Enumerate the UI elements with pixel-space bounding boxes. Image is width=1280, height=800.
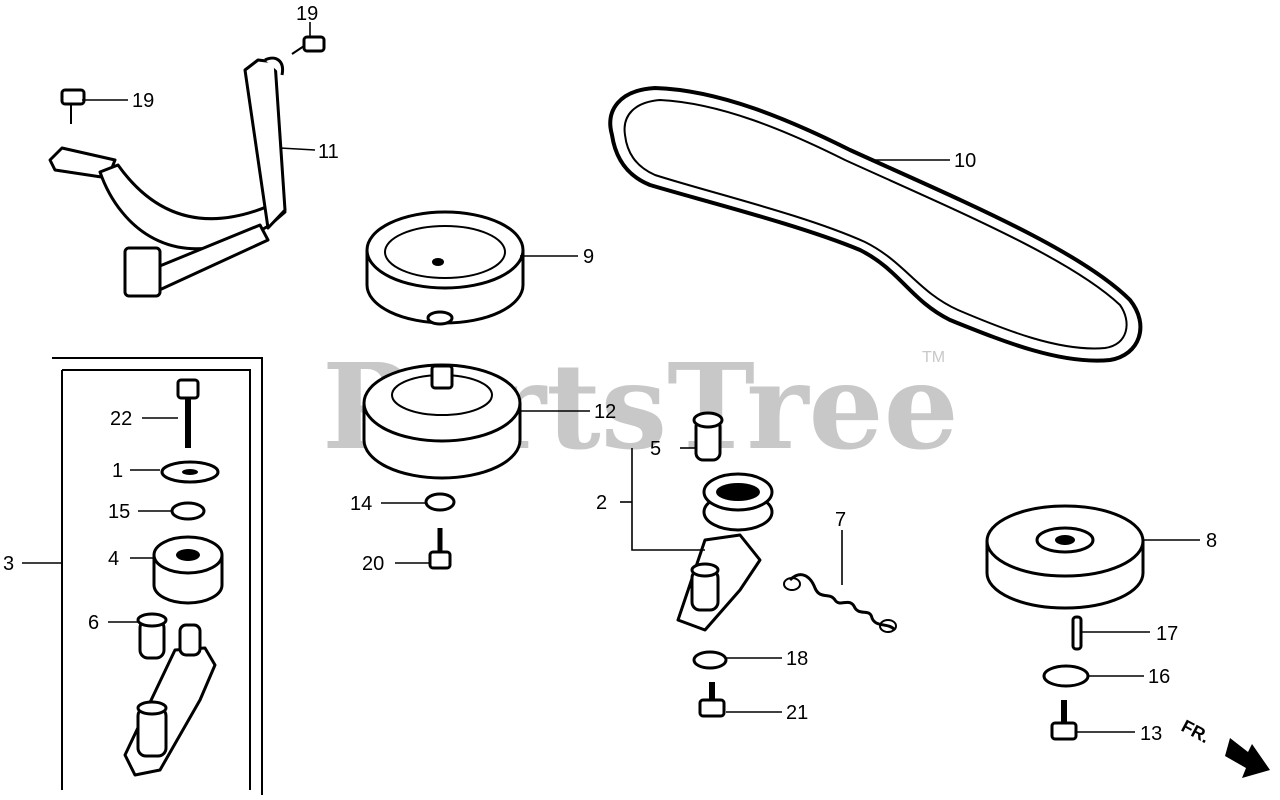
- part-2-tensioner-arm: [676, 472, 774, 632]
- group-3-idler-arm: [123, 623, 217, 777]
- callout-numbers: 19 19 11 10 9 12 5 2 7 8 14 20 22 1 15 4…: [3, 3, 1217, 745]
- part-19-screw-left: [60, 88, 86, 124]
- callout-17: 17: [1156, 623, 1178, 645]
- part-14-washer: [424, 492, 456, 512]
- front-direction-label: FR.: [1178, 716, 1213, 747]
- callout-14: 14: [350, 493, 372, 515]
- part-18-washer: [692, 650, 728, 670]
- callout-9: 9: [583, 246, 594, 268]
- callout-21: 21: [786, 702, 808, 724]
- callout-3: 3: [3, 553, 14, 575]
- part-19-screw-upper: [291, 35, 326, 55]
- part-11-belt-guard: [48, 56, 287, 298]
- callout-4: 4: [108, 548, 119, 570]
- callout-6: 6: [88, 612, 99, 634]
- part-9-pulley: [365, 210, 525, 326]
- part-13-bolt: [1050, 700, 1078, 741]
- callout-7: 7: [835, 509, 846, 531]
- callout-15: 15: [108, 501, 130, 523]
- callout-19-left: 19: [132, 90, 154, 112]
- part-4-idler-pulley: [152, 535, 224, 605]
- callout-20: 20: [362, 553, 384, 575]
- callout-8: 8: [1206, 530, 1217, 552]
- callout-2: 2: [596, 492, 607, 514]
- group-3-box: [52, 357, 263, 795]
- part-12-pulley: [362, 363, 522, 480]
- leader-lines: [22, 22, 1200, 733]
- part-6-bushing: [136, 612, 168, 660]
- part-10-v-belt: [608, 86, 1143, 363]
- part-22-bolt: [176, 378, 200, 448]
- washer-hole: [182, 469, 198, 475]
- callout-19-top: 19: [296, 3, 318, 25]
- callout-12: 12: [594, 401, 616, 423]
- part-15-washer: [170, 501, 206, 521]
- front-direction-arrow: [1225, 738, 1270, 778]
- callout-22: 22: [110, 408, 132, 430]
- callout-18: 18: [786, 648, 808, 670]
- part-8-pulley: [985, 504, 1145, 610]
- callout-1: 1: [112, 460, 123, 482]
- part-21-bolt: [698, 682, 726, 718]
- part-20-bolt: [428, 528, 452, 570]
- part-7-spring: [783, 573, 897, 633]
- part-17-key: [1071, 615, 1083, 651]
- part-5-bushing: [692, 411, 724, 462]
- callout-16: 16: [1148, 666, 1170, 688]
- callout-13: 13: [1140, 723, 1162, 745]
- callout-10: 10: [954, 150, 976, 172]
- part-16-washer: [1042, 664, 1090, 688]
- callout-5: 5: [650, 438, 661, 460]
- watermark-trademark: TM: [922, 349, 945, 366]
- callout-11: 11: [318, 141, 339, 163]
